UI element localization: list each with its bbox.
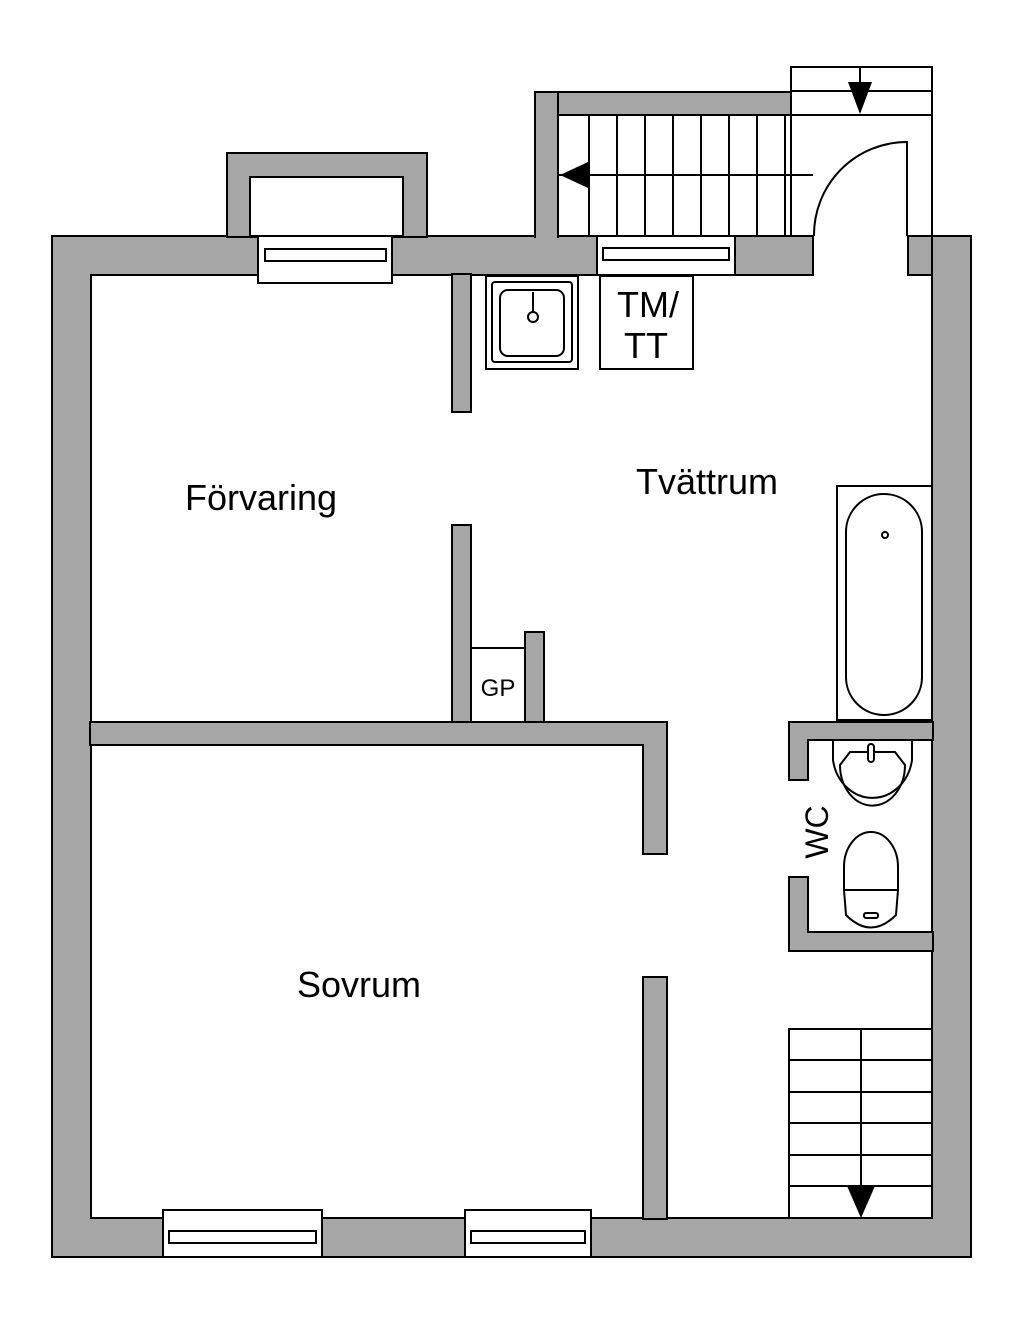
door-swing [812,140,908,237]
lower-stairs [788,1028,933,1219]
label-gp: GP [481,675,516,702]
arrow-left-icon [560,162,588,188]
upper-stairs [558,67,932,237]
room-label-laundry: Tvättrum [636,461,778,502]
room-label-bedroom: Sovrum [297,964,421,1005]
sink [485,275,579,370]
label-washer: TM/ [617,284,679,325]
interior-walls [89,273,934,1220]
bathtub [836,485,933,721]
wc-basin [832,741,913,807]
room-label-wc: WC [799,805,835,858]
arrow-down-icon [848,82,872,114]
windows [162,235,736,1258]
arrow-down-icon [847,1186,875,1218]
room-label-storage: Förvaring [185,477,337,518]
toilet [842,831,900,929]
outer-walls [51,66,972,1258]
label-dryer: TT [624,325,668,366]
washer-dryer [599,275,694,370]
